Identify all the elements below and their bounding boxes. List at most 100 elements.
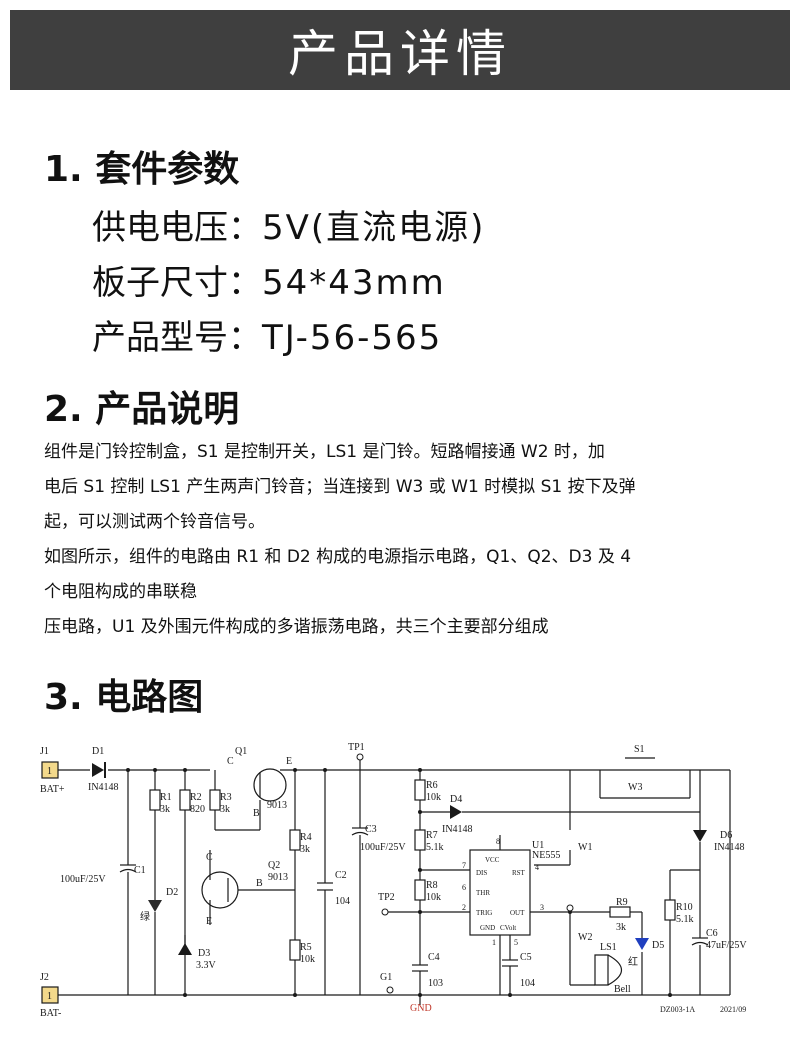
description-text: 组件是门铃控制盒，S1 是控制开关，LS1 是门铃。短路帽接通 W2 时，加 电… (44, 435, 764, 645)
circuit-label: 3k (220, 804, 230, 815)
circuit-label: 100uF/25V (60, 874, 106, 885)
circuit-label: 红 (628, 955, 638, 968)
circuit-label: 6 (462, 883, 466, 892)
description-line: 电后 S1 控制 LS1 产生两声门铃音；当连接到 W3 或 W1 时模拟 S1… (44, 477, 636, 497)
circuit-label: VCC (485, 856, 500, 864)
page-title: 产品详情 (288, 25, 512, 83)
spec-value: TJ-56-565 (262, 318, 443, 358)
circuit-label: C4 (428, 952, 440, 963)
circuit-label: E (286, 756, 292, 767)
circuit-label: R4 (300, 832, 312, 843)
circuit-label: RST (512, 869, 526, 877)
circuit-label: D6 (720, 830, 732, 841)
circuit-label: W2 (578, 932, 592, 943)
circuit-label: J2 (40, 972, 49, 983)
circuit-label: W3 (628, 782, 642, 793)
circuit-label: TRIG (476, 909, 492, 917)
circuit-label: R9 (616, 897, 628, 908)
circuit-label: R10 (676, 902, 693, 913)
circuit-label: 7 (462, 861, 466, 870)
circuit-label: 104 (520, 978, 535, 989)
circuit-label: IN4148 (88, 782, 119, 793)
circuit-label: Bell (614, 984, 631, 995)
spec-value: 54*43mm (262, 263, 446, 303)
spec-label: 产品型号： (92, 318, 262, 358)
circuit-label: C (206, 852, 213, 863)
circuit-label: C6 (706, 928, 718, 939)
circuit-label: 104 (335, 896, 350, 907)
circuit-label: R2 (190, 792, 202, 803)
circuit-label: 8 (496, 837, 500, 846)
spec-voltage: 供电电压：5V(直流电源) (92, 200, 485, 249)
circuit-label: D1 (92, 746, 104, 757)
circuit-label: 5.1k (426, 842, 444, 853)
spec-label: 供电电压： (92, 208, 262, 248)
circuit-label: IN4148 (442, 824, 473, 835)
circuit-label: D5 (652, 940, 664, 951)
circuit-label: Q1 (235, 746, 247, 757)
circuit-label: 3k (160, 804, 170, 815)
circuit-label: 9013 (267, 800, 287, 811)
circuit-label: R5 (300, 942, 312, 953)
circuit-label: 5.1k (676, 914, 694, 925)
circuit-label: BAT- (40, 1008, 61, 1019)
circuit-label: 3 (540, 903, 544, 912)
circuit-label: 4 (535, 863, 539, 872)
spec-model: 产品型号：TJ-56-565 (92, 310, 442, 359)
circuit-label: NE555 (532, 850, 560, 861)
circuit-label: 10k (300, 954, 315, 965)
circuit-diagram: J1 1 BAT+ J2 1 BAT- D1 IN4148 C1 100uF/2… (40, 742, 747, 1019)
description-line: 组件是门铃控制盒，S1 是控制开关，LS1 是门铃。短路帽接通 W2 时，加 (44, 442, 605, 462)
circuit-label: U1 (532, 840, 544, 851)
circuit-label: TP1 (348, 742, 365, 753)
circuit-label: W1 (578, 842, 592, 853)
circuit-label: R6 (426, 780, 438, 791)
circuit-label: D4 (450, 794, 462, 805)
circuit-label: BAT+ (40, 784, 65, 795)
circuit-label: 1 (47, 766, 52, 777)
circuit-label: 1 (492, 938, 496, 947)
circuit-label: R7 (426, 830, 438, 841)
circuit-label: 3k (300, 844, 310, 855)
circuit-label: D2 (166, 887, 178, 898)
description-line: 起，可以测试两个铃音信号。 (44, 512, 265, 532)
circuit-label: IN4148 (714, 842, 745, 853)
circuit-label: GND (410, 1003, 432, 1014)
description-line: 压电路，U1 及外围元件构成的多谐振荡电路，共三个主要部分组成 (44, 617, 549, 637)
circuit-label: 3.3V (196, 960, 217, 971)
circuit-label: S1 (634, 744, 645, 755)
circuit-label: R1 (160, 792, 172, 803)
title-banner: 产品详情 (10, 10, 790, 90)
circuit-label: 47uF/25V (706, 940, 747, 951)
spec-value: 5V(直流电源) (262, 208, 486, 248)
circuit-label: 10k (426, 792, 441, 803)
circuit-label: 820 (190, 804, 205, 815)
circuit-label: OUT (510, 909, 525, 917)
circuit-label: G1 (380, 972, 392, 983)
circuit-label: 103 (428, 978, 443, 989)
circuit-label: C1 (134, 865, 146, 876)
circuit-label: Q2 (268, 860, 280, 871)
section-heading-description: 2. 产品说明 (44, 389, 240, 430)
circuit-label: 10k (426, 892, 441, 903)
circuit-label: LS1 (600, 942, 617, 953)
circuit-label: B (253, 808, 260, 819)
circuit-label: B (256, 878, 263, 889)
circuit-label: R8 (426, 880, 438, 891)
circuit-label: 2021/09 (720, 1005, 746, 1014)
circuit-label: D3 (198, 948, 210, 959)
circuit-label: DIS (476, 869, 487, 877)
circuit-label: C (227, 756, 234, 767)
circuit-label: 100uF/25V (360, 842, 406, 853)
circuit-label: 绿 (140, 910, 150, 923)
circuit-label: TP2 (378, 892, 395, 903)
section-heading-circuit: 3. 电路图 (44, 677, 204, 718)
circuit-label: 5 (514, 938, 518, 947)
circuit-label: C5 (520, 952, 532, 963)
circuit-label: C2 (335, 870, 347, 881)
circuit-label: GND (480, 924, 495, 932)
spec-label: 板子尺寸： (92, 263, 262, 303)
circuit-label: THR (476, 889, 490, 897)
section-heading-params: 1. 套件参数 (44, 149, 240, 190)
circuit-label: 2 (462, 903, 466, 912)
